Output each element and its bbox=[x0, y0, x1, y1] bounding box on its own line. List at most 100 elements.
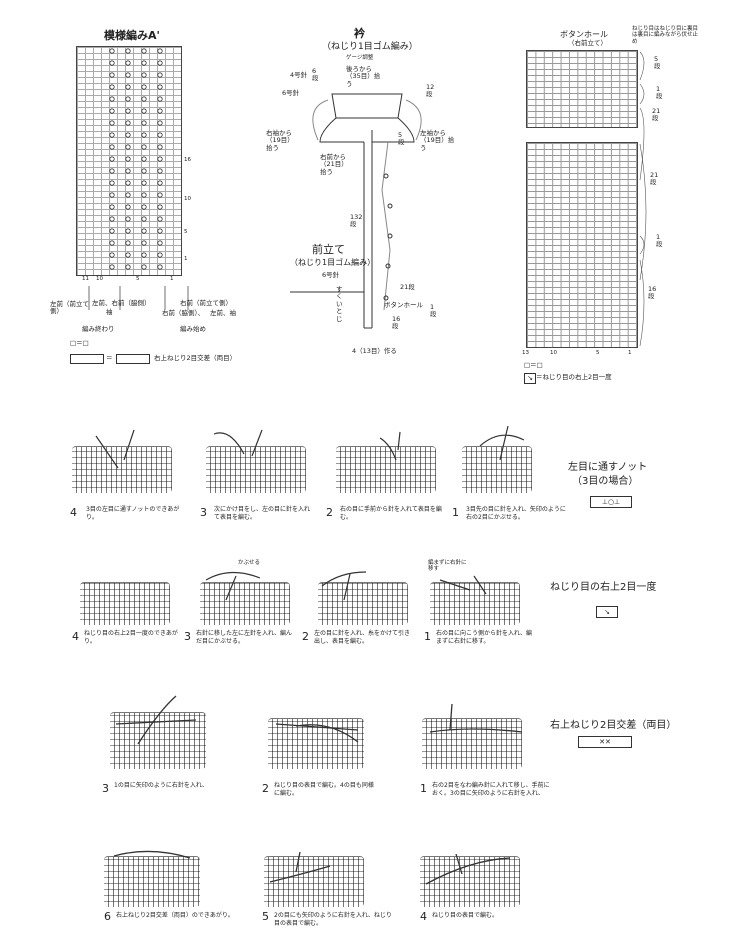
twist-stitch-mark bbox=[125, 264, 131, 270]
buttonhole-title: ボタンホール bbox=[560, 30, 608, 39]
twist-stitch-mark bbox=[109, 168, 115, 174]
chart-a-symbols bbox=[109, 48, 163, 270]
twist-stitch-mark bbox=[157, 132, 163, 138]
twist-stitch-mark bbox=[141, 120, 147, 126]
placket-rows-21: 21段 bbox=[400, 283, 415, 291]
knot-illustration-3 bbox=[206, 446, 306, 493]
placket-title: 前立て bbox=[312, 243, 345, 256]
collar-right-front: 右前から（21目）拾う bbox=[320, 153, 348, 176]
chart-a-row-1: 1 bbox=[184, 256, 188, 262]
collar-left-sleeve: 左袖から（19目）拾う bbox=[420, 129, 455, 152]
collar-needle-6: 6号針 bbox=[282, 89, 300, 97]
cross-title: 右上ねじり2目交差（両目） bbox=[550, 720, 677, 731]
twist-stitch-mark bbox=[125, 240, 131, 246]
twist-stitch-mark bbox=[141, 252, 147, 258]
buttonhole-col-10: 10 bbox=[550, 350, 557, 356]
twist-stitch-mark bbox=[157, 48, 163, 54]
collar-diagram bbox=[290, 93, 422, 329]
twist-stitch-mark bbox=[109, 180, 115, 186]
knot-step-3-num: 3 bbox=[200, 506, 207, 519]
twist-stitch-mark bbox=[157, 84, 163, 90]
twist-stitch-mark bbox=[125, 108, 131, 114]
cross-step-5-num: 5 bbox=[262, 910, 269, 923]
collar-needle-4: 4号針 bbox=[290, 71, 308, 79]
twist-stitch-mark bbox=[125, 132, 131, 138]
twist-stitch-mark bbox=[157, 216, 163, 222]
placket-buttonhole: ボタンホール bbox=[384, 301, 423, 309]
cross-needles-row1 bbox=[115, 695, 523, 745]
twist-stitch-mark bbox=[157, 252, 163, 258]
twist-dec-needles bbox=[205, 571, 487, 601]
chart-a-left-label: 左前（前立て側） bbox=[50, 300, 89, 316]
chart-a-arrows bbox=[88, 286, 189, 310]
twist-stitch-mark bbox=[141, 48, 147, 54]
twist-stitch-mark bbox=[141, 180, 147, 186]
chart-a-legend-cross-icon-2 bbox=[116, 354, 150, 364]
knot-step-2-text: 右の目に手前から針を入れて表目を編む。 bbox=[340, 506, 442, 521]
twist-stitch-mark bbox=[109, 60, 115, 66]
twist-stitch-mark bbox=[157, 156, 163, 162]
twist-stitch-mark bbox=[125, 144, 131, 150]
knot-step-4-num: 4 bbox=[70, 506, 77, 519]
buttonhole-grid-bottom bbox=[526, 142, 638, 348]
cross-illustration-5 bbox=[264, 856, 364, 907]
twist-stitch-mark bbox=[125, 204, 131, 210]
twist-stitch-mark bbox=[125, 156, 131, 162]
twist-stitch-mark bbox=[125, 84, 131, 90]
twist-stitch-mark bbox=[125, 192, 131, 198]
chart-a-row-10: 10 bbox=[184, 196, 191, 202]
chart-a-col-1: 1 bbox=[170, 276, 174, 282]
twist-stitch-mark bbox=[157, 108, 163, 114]
twist-stitch-mark bbox=[109, 228, 115, 234]
twist-stitch-mark bbox=[157, 144, 163, 150]
chart-a-col-11: 11 bbox=[82, 276, 89, 282]
buttonhole-legend-eq: □＝□ bbox=[524, 361, 543, 369]
twist-stitch-mark bbox=[125, 120, 131, 126]
placket-rows-16: 16段 bbox=[392, 315, 401, 331]
collar-subtitle: （ねじり1目ゴム編み） bbox=[322, 42, 418, 52]
collar-rows-12: 12段 bbox=[426, 83, 435, 99]
buttonhole-subtitle: （右前立て） bbox=[568, 39, 607, 47]
twist-stitch-mark bbox=[125, 252, 131, 258]
twist-dec-step-4-text: ねじり目の右上2目一度のできあがり。 bbox=[84, 630, 178, 645]
twist-stitch-mark bbox=[141, 144, 147, 150]
buttonhole-grid-top bbox=[526, 50, 638, 128]
placket-rows-1: 1段 bbox=[430, 303, 437, 319]
cross-step-2-text: ねじり目の表目で編む。4の目も同様に編む。 bbox=[274, 782, 374, 797]
twist-stitch-mark bbox=[157, 72, 163, 78]
twist-stitch-mark bbox=[109, 144, 115, 150]
cross-step-6-text: 右上ねじり2目交差（両目）のできあがり。 bbox=[116, 912, 234, 919]
knot-step-3-text: 次にかけ目をし、左の目に針を入れて表目を編む。 bbox=[214, 506, 311, 521]
twist-dec-step-3-num: 3 bbox=[184, 630, 191, 643]
cross-step-4-text: ねじり目の表目で編む。 bbox=[432, 912, 499, 919]
knot-illustration-2 bbox=[336, 446, 436, 493]
twist-stitch-mark bbox=[109, 108, 115, 114]
twist-stitch-mark bbox=[141, 156, 147, 162]
chart-a-right-label-c: 左前、袖 bbox=[210, 309, 236, 317]
chart-a-end-label: 編み終わり bbox=[82, 325, 115, 333]
chart-a-legend-eq2: ＝ bbox=[106, 354, 113, 362]
twist-dec-step-1-text: 右の目に向こう側から針を入れ、編まずに右針に移す。 bbox=[436, 630, 533, 645]
twist-stitch-mark bbox=[125, 168, 131, 174]
chart-a-start-label: 編み始め bbox=[180, 325, 206, 333]
twist-stitch-mark bbox=[141, 108, 147, 114]
collar-rows-5: 5段 bbox=[398, 131, 405, 147]
buttonhole-side-brackets bbox=[639, 51, 647, 347]
twist-stitch-mark bbox=[125, 216, 131, 222]
twist-decrease-icon: ↘ bbox=[524, 373, 536, 384]
twist-stitch-mark bbox=[141, 132, 147, 138]
twist-dec-illustration-3 bbox=[200, 582, 290, 625]
twist-stitch-mark bbox=[109, 252, 115, 258]
knot-step-1-text: 3目先の目に針を入れ、矢印のように右の2目にかぶせる。 bbox=[466, 506, 566, 521]
collar-title: 衿 bbox=[354, 27, 365, 40]
collar-right-sleeve: 右袖から（19目）拾う bbox=[266, 129, 294, 152]
chart-a-right-label: 右前（前立て側） bbox=[180, 299, 232, 307]
twist-stitch-mark bbox=[157, 264, 163, 270]
twist-stitch-mark bbox=[157, 180, 163, 186]
twist-stitch-mark bbox=[109, 216, 115, 222]
twist-stitch-mark bbox=[141, 60, 147, 66]
twist-stitch-mark bbox=[109, 120, 115, 126]
twist-stitch-mark bbox=[109, 192, 115, 198]
twist-dec-illustration-2 bbox=[318, 582, 408, 625]
collar-gauge: ゲージ調整 bbox=[346, 55, 374, 61]
